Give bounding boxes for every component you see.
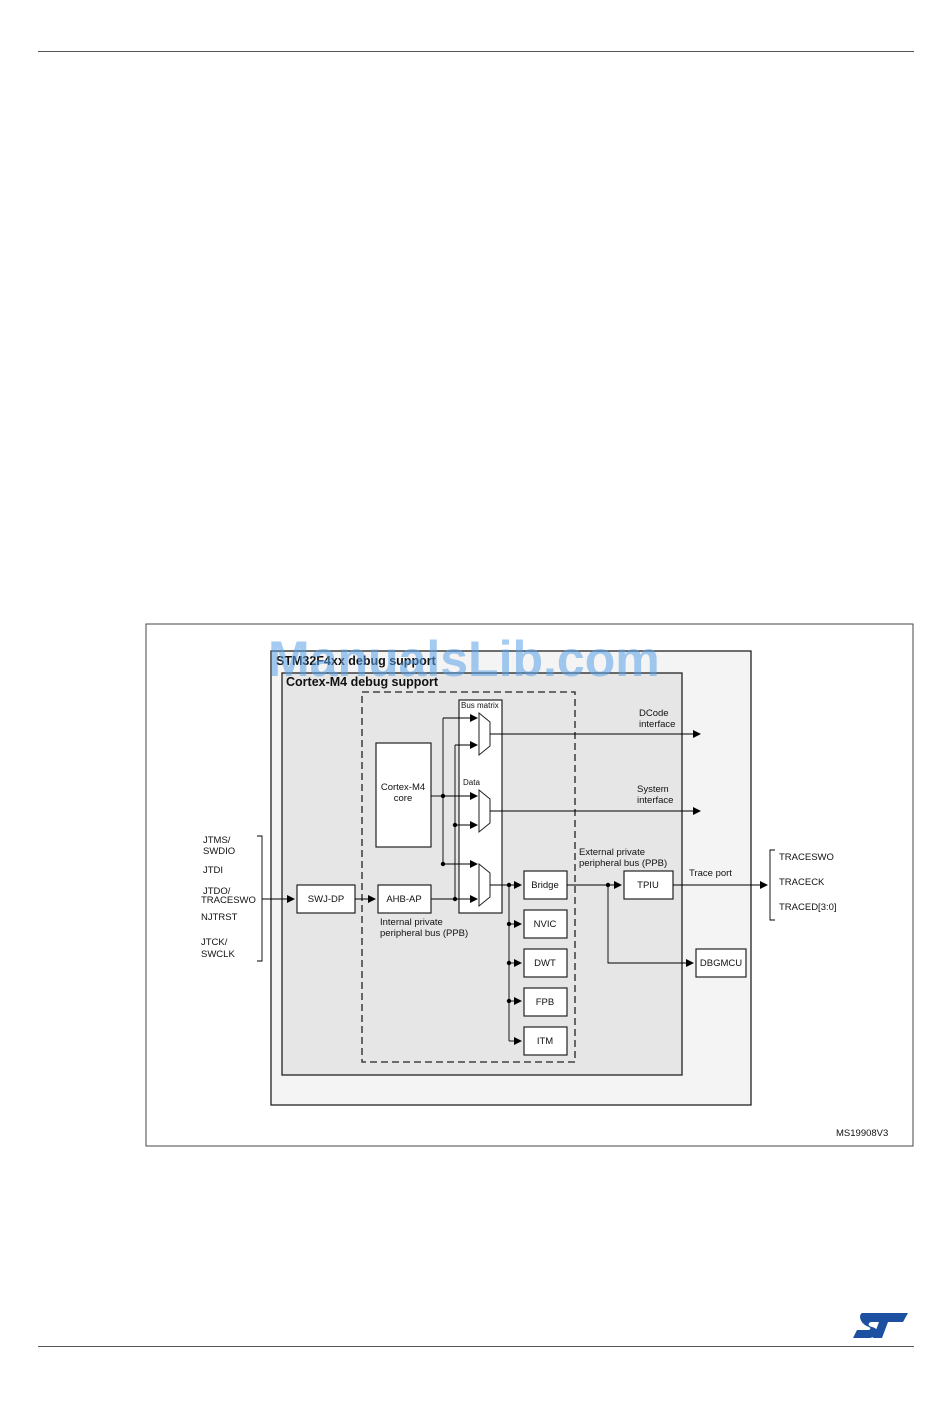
data-label: Data xyxy=(463,778,480,787)
itm-block xyxy=(523,1026,568,1056)
dcode-label-2: interface xyxy=(639,719,675,730)
left-signal-bracket xyxy=(257,835,263,962)
core-connections xyxy=(431,714,701,903)
jtck-label-2: SWCLK xyxy=(201,949,235,960)
trace-port-label: Trace port xyxy=(689,868,732,879)
traced-label: TRACED[3:0] xyxy=(779,902,837,913)
jtdi-label: JTDI xyxy=(203,865,223,876)
dcode-label-1: DCode xyxy=(639,708,669,719)
stm32-debug-label: STM32F4xx debug support xyxy=(276,654,437,668)
watermark: ManualsLib.com xyxy=(268,631,660,687)
dbgmcu-block xyxy=(695,948,747,978)
njtrst-label: NJTRST xyxy=(201,912,238,923)
traceck-label: TRACECK xyxy=(779,877,825,888)
bridge-block xyxy=(523,870,568,900)
header-rule xyxy=(38,51,914,52)
cortex-m4-core-block xyxy=(375,742,432,848)
dbgmcu-label: DBGMCU xyxy=(700,958,742,969)
jtdo-label-1: JTDO/ xyxy=(203,886,231,897)
nvic-label: NVIC xyxy=(534,919,557,930)
core-label-1: Cortex-M4 xyxy=(381,782,425,793)
swj-dp-label: SWJ-DP xyxy=(308,894,344,905)
dwt-label: DWT xyxy=(534,958,556,969)
jtms-label-2: SWDIO xyxy=(203,846,235,857)
core-label-2: core xyxy=(394,793,412,804)
jtms-label-1: JTMS/ xyxy=(203,835,231,846)
footer-rule xyxy=(38,1346,914,1347)
right-signal-bracket xyxy=(769,849,775,921)
ext-ppb-label-2: peripheral bus (PPB) xyxy=(579,858,667,869)
mux-system xyxy=(478,788,491,834)
fpb-block xyxy=(523,987,568,1017)
traceswo-label: TRACESWO xyxy=(779,852,834,863)
mux-ppb xyxy=(478,862,491,908)
system-label-1: System xyxy=(637,784,669,795)
figure-id: MS19908V3 xyxy=(836,1128,888,1139)
fpb-label: FPB xyxy=(536,997,554,1008)
nvic-block xyxy=(523,909,568,939)
st-logo xyxy=(853,1313,908,1338)
itm-label: ITM xyxy=(537,1036,553,1047)
bridge-label: Bridge xyxy=(531,880,558,891)
core-dashed-region xyxy=(361,691,576,1063)
int-ppb-label-2: peripheral bus (PPB) xyxy=(380,928,468,939)
jtck-label-1: JTCK/ xyxy=(201,937,228,948)
int-ppb-label-1: Internal private xyxy=(380,917,443,928)
system-label-2: interface xyxy=(637,795,673,806)
cortex-debug-label: Cortex-M4 debug support xyxy=(286,675,439,689)
bus-matrix-label: Bus matrix xyxy=(461,701,499,710)
ext-connections xyxy=(567,881,768,967)
tpiu-label: TPIU xyxy=(637,880,659,891)
ahb-ap-label: AHB-AP xyxy=(386,894,421,905)
tpiu-block xyxy=(623,870,674,900)
dwt-block xyxy=(523,948,568,978)
mux-dcode xyxy=(478,711,491,757)
ext-ppb-label-1: External private xyxy=(579,847,645,858)
swj-dp-block xyxy=(296,884,356,914)
ahb-ap-block xyxy=(377,884,432,914)
jtdo-label-2: TRACESWO xyxy=(201,895,256,906)
